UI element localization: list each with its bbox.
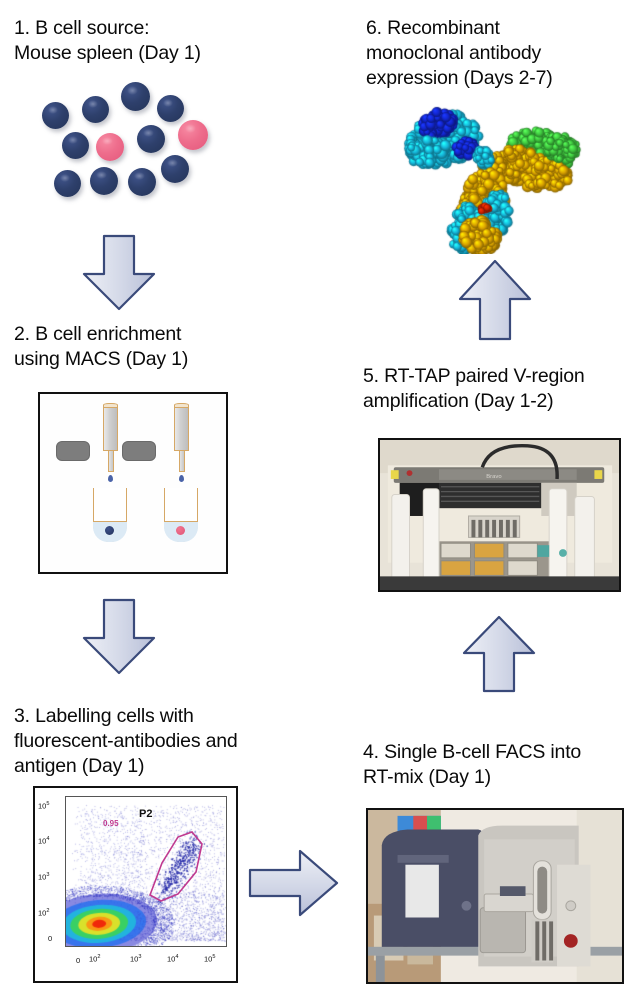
step-1-caption: 1. B cell source: Mouse spleen (Day 1) [14, 16, 314, 66]
macs-magnet-right-block [122, 441, 156, 461]
cell-cluster-illustration [40, 80, 230, 210]
b-cell-pink-7 [178, 120, 208, 150]
macs-magnet-left-block [56, 441, 90, 461]
robot-scene: Bravo [380, 440, 619, 590]
y-tick-1: 102 [38, 908, 49, 918]
macs-column-tip-left [108, 450, 114, 472]
arrow-step3-to-step4 [246, 848, 342, 920]
y-tick-0: 0 [48, 934, 52, 943]
x-tick-2: 103 [130, 954, 141, 964]
macs-collection-tube-right [164, 488, 198, 542]
y-tick-2: 103 [38, 872, 49, 882]
step-2-caption: 2. B cell enrichment using MACS (Day 1) [14, 322, 314, 372]
liquid-handling-robot-photo: Bravo [378, 438, 621, 592]
step-3-caption: 3. Labelling cells with fluorescent-anti… [14, 704, 324, 779]
step-5-caption: 5. RT-TAP paired V-region amplification … [363, 364, 627, 414]
b-cell-blue-10 [90, 167, 118, 195]
macs-droplet-left [108, 475, 113, 482]
facs-gate-label-p2: P2 [139, 808, 152, 820]
b-cell-blue-6 [137, 125, 165, 153]
x-tick-0: 0 [76, 956, 80, 965]
b-cell-blue-2 [121, 82, 150, 111]
facs-density-plot: 105 104 103 102 0 0 102 103 104 105 P2 0… [33, 786, 238, 983]
tube-cell-blue [105, 526, 114, 535]
y-tick-4: 105 [38, 801, 49, 811]
antibody-canvas [392, 96, 608, 254]
arrow-step2-to-step3 [78, 600, 160, 676]
macs-collection-tube-left [93, 488, 127, 542]
b-cell-blue-0 [42, 102, 69, 129]
svg-text:Bravo: Bravo [486, 474, 502, 480]
b-cell-pink-5 [96, 133, 124, 161]
tube-cell-pink [176, 526, 185, 535]
macs-column-schematic [38, 392, 228, 574]
step-4-caption: 4. Single B-cell FACS into RT-mix (Day 1… [363, 740, 627, 790]
b-cell-blue-8 [161, 155, 189, 183]
b-cell-blue-1 [82, 96, 109, 123]
b-cell-blue-4 [62, 132, 89, 159]
facs-sorter-scene [368, 810, 622, 982]
x-tick-1: 102 [89, 954, 100, 964]
b-cell-blue-3 [157, 95, 184, 122]
facs-sorter-photo [366, 808, 624, 984]
b-cell-blue-9 [54, 170, 81, 197]
macs-column-body-left [103, 407, 118, 451]
facs-gate-percent: 0.95 [103, 819, 119, 828]
macs-column-tip-right [179, 450, 185, 472]
macs-droplet-right [179, 475, 184, 482]
antibody-structure-render [392, 96, 608, 254]
macs-column-body-right [174, 407, 189, 451]
b-cell-blue-11 [128, 168, 156, 196]
arrow-step4-to-step5 [458, 614, 540, 694]
arrow-step1-to-step2 [78, 236, 160, 312]
x-tick-3: 104 [167, 954, 178, 964]
y-tick-3: 104 [38, 836, 49, 846]
arrow-step5-to-step6 [454, 258, 536, 342]
step-6-caption: 6. Recombinant monoclonal antibody expre… [366, 16, 627, 91]
x-tick-4: 105 [204, 954, 215, 964]
